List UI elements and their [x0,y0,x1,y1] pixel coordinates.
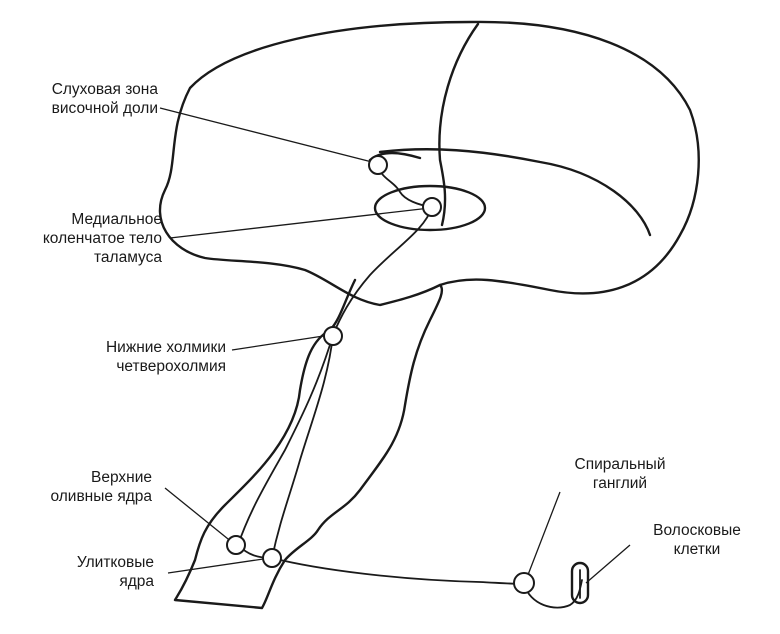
colliculus-cochlear-fiber [271,334,334,559]
cochlear-nucleus-node [262,548,282,568]
label-auditory-cortex-line1: Слуховая зона [51,81,158,98]
leader-medial-geniculate [169,207,431,239]
label-medial-geniculate-line1: Медиальное [71,211,162,228]
label-spiral-ganglion: Спиральный ганглий [560,455,680,493]
leader-hair-cells [585,544,631,584]
label-cochlear-nuclei: Улитковые ядра [0,553,154,591]
auditory-cortex-node [368,155,388,175]
medial-geniculate-node [422,197,442,217]
cortex-thalamus-fiber [377,164,433,208]
thalamus-outline [373,184,487,232]
label-superior-olive: Верхние оливные ядра [0,468,152,506]
label-auditory-cortex: Слуховая зона височной доли [0,80,158,118]
label-spiral-ganglion-line1: Спиральный [574,456,666,473]
leader-spiral-ganglion [525,491,561,581]
leader-superior-olive [164,487,234,544]
cochlear-nerve-fiber [271,557,525,585]
label-auditory-cortex-line2: височной доли [51,100,158,117]
spiral-ganglion-node [513,572,535,594]
superior-olive-node [226,535,246,555]
label-medial-geniculate-line2: коленчатое тело [42,230,162,247]
label-cochlear-nuclei-line2: ядра [119,573,154,590]
label-inferior-colliculi: Нижние холмики четверохолмия [0,338,226,376]
label-hair-cells-line2: клетки [673,541,721,558]
label-superior-olive-line1: Верхние [91,469,152,486]
leader-cochlear-nuclei [167,557,271,574]
label-cochlear-nuclei-line1: Улитковые [76,554,154,571]
label-medial-geniculate: Медиальное коленчатое тело таламуса [0,210,162,267]
lateral-fissure [378,148,652,237]
thalamus-colliculus-fiber [332,206,433,336]
brainstem-outline [173,278,444,610]
inferior-colliculus-node [323,326,343,346]
label-spiral-ganglion-line2: ганглий [592,475,648,492]
label-inferior-colliculi-line2: четверохолмия [116,358,226,375]
cerebrum-outline [158,20,700,307]
label-medial-geniculate-line3: таламуса [94,249,162,266]
label-inferior-colliculi-line1: Нижние холмики [105,339,226,356]
label-hair-cells-line1: Волосковые [653,522,741,539]
leader-auditory-cortex [159,107,373,163]
label-hair-cells: Волосковые клетки [632,521,762,559]
hair-cell-capsule [570,561,590,605]
leader-inferior-colliculi [231,334,331,351]
label-superior-olive-line2: оливные ядра [50,488,152,505]
olive-fiber [237,334,334,546]
